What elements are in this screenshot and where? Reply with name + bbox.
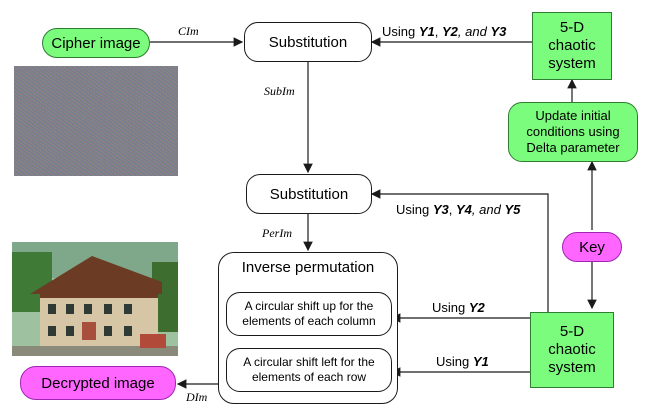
key-label: Key — [579, 238, 605, 256]
cipher-noise-image — [14, 66, 178, 176]
substitution-mid-node: Substitution — [246, 174, 372, 214]
chaotic-top-line-2: chaotic — [548, 37, 596, 54]
substitution-top-node: Substitution — [244, 22, 372, 62]
chaotic-top-line-1: 5-D — [559, 19, 585, 36]
chaotic-bottom-line-2: chaotic — [548, 341, 596, 358]
shift-left-line-1: A circular shift left for the — [243, 355, 375, 369]
label-cim: CIm — [178, 24, 199, 38]
using-y2-prefix: Using — [432, 300, 469, 315]
chaotic-top-line-3: system — [548, 55, 596, 72]
substitution-mid-label: Substitution — [269, 185, 349, 203]
using-top-prefix: Using — [382, 24, 419, 39]
edge-chaotic-sub-mid — [370, 189, 549, 312]
shift-left-node: A circular shift left for the elements o… — [226, 348, 392, 392]
chaotic-system-top-node: 5-D chaotic system — [532, 12, 612, 80]
using-y1-value: Y1 — [472, 354, 489, 369]
decrypted-image-label: Decrypted image — [41, 374, 155, 392]
using-top-y2: Y2 — [442, 24, 458, 39]
chaotic-bottom-line-1: 5-D — [559, 323, 585, 340]
decrypted-image-node: Decrypted image — [20, 366, 176, 400]
cipher-image-node: Cipher image — [42, 28, 150, 58]
using-top-y3: Y3 — [490, 24, 507, 39]
using-y1-prefix: Using — [436, 354, 473, 369]
using-mid-y3: Y3 — [432, 202, 449, 217]
using-mid-y4: Y4 — [456, 202, 472, 217]
using-y2-value: Y2 — [468, 300, 485, 315]
using-mid-y5: Y5 — [504, 202, 521, 217]
label-dim: DIm — [186, 390, 208, 404]
label-using-y2: Using Y2 — [432, 300, 485, 315]
shift-up-node: A circular shift up for the elements of … — [226, 292, 392, 336]
chaotic-system-bottom-node: 5-D chaotic system — [530, 312, 614, 388]
shift-up-line-1: A circular shift up for the — [244, 299, 374, 313]
update-line-3: Delta parameter — [526, 140, 620, 155]
update-line-2: conditions using — [526, 124, 620, 139]
using-top-y1: Y1 — [418, 24, 435, 39]
decrypted-house-image — [12, 242, 178, 356]
using-mid-sep2: , and — [471, 202, 505, 217]
using-top-sep1: , — [434, 24, 442, 39]
label-perim: PerIm — [262, 226, 292, 240]
chaotic-bottom-line-3: system — [548, 359, 596, 376]
update-line-1: Update initial — [535, 108, 611, 123]
inverse-permutation-title: Inverse permutation — [241, 259, 375, 276]
label-using-y3-y4-y5: Using Y3, Y4, and Y5 — [396, 202, 520, 217]
label-subim: SubIm — [264, 84, 295, 98]
update-conditions-node: Update initial conditions using Delta pa… — [508, 102, 638, 162]
cipher-image-label: Cipher image — [51, 34, 141, 52]
using-top-sep2: , and — [457, 24, 491, 39]
key-node: Key — [562, 232, 622, 262]
label-using-y1-y2-y3: Using Y1, Y2, and Y3 — [382, 24, 506, 39]
label-using-y1: Using Y1 — [436, 354, 489, 369]
substitution-top-label: Substitution — [268, 33, 348, 51]
shift-up-line-2: elements of each column — [242, 314, 376, 328]
shift-left-line-2: elements of each row — [251, 370, 367, 384]
using-mid-sep1: , — [448, 202, 456, 217]
using-mid-prefix: Using — [396, 202, 433, 217]
